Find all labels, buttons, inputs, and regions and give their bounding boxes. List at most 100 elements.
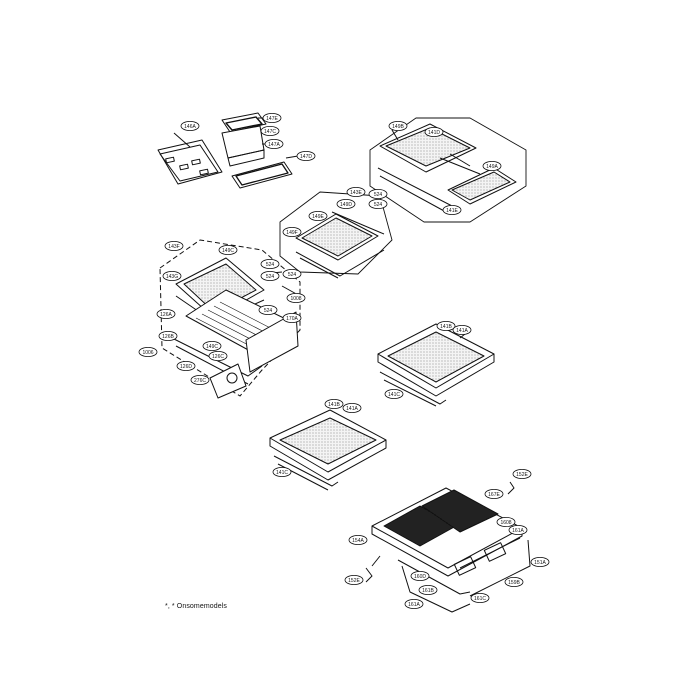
callout-label: 1006 [142,350,153,356]
callout-label: 143E [350,190,362,196]
callout-label: 141A [346,406,358,412]
egg-tray-group [157,112,299,189]
callout-label: 143G [166,274,178,280]
callout-label: 126B [162,334,174,340]
callout-label: 147E [266,116,278,122]
middle-shelf-group [279,191,393,279]
callout-label: 147D [300,154,312,160]
callout-label: 161C [474,596,486,602]
callout-bubble [164,240,184,251]
callout-bubble [452,324,472,335]
callout-bubble [260,126,280,137]
callout-label: 141E [446,208,458,214]
callout-label: 126D [180,364,192,370]
callout-bubble [296,150,316,161]
callout-bubble [162,270,182,281]
crisper-drawer-group [365,481,531,613]
callout-label: 126A [160,312,172,318]
callout-bubble [336,198,356,209]
top-right-shelf-group [369,117,527,223]
callout-bubble [272,466,292,477]
callout-label: 161A [408,602,420,608]
callout-label: 276C [194,378,206,384]
callout-label: 151A [534,560,546,566]
callout-bubble [342,402,362,413]
callout-label: 149C [222,248,234,254]
callout-bubble [410,571,430,582]
callout-bubble [508,525,528,536]
callout-bubble [286,292,306,303]
callout-bubble [208,350,228,361]
callout-label: 149C [206,344,218,350]
callout-bubble [282,268,302,279]
callout-bubble [282,312,302,323]
callout-bubble [368,198,388,209]
callout-label: 141B [440,324,452,330]
callout-label: 161B [422,588,434,594]
callout-label: 149A [486,164,498,170]
callout-label: 524 [266,262,275,268]
callout-bubble [260,258,280,269]
callout-bubble [530,557,550,568]
callout-bubble [260,270,280,281]
callout-bubble [282,226,302,237]
callout-label: 141A [456,328,468,334]
callout-label: 149E [312,214,324,220]
callout-bubble [504,577,524,588]
callout-bubble [436,320,456,331]
callout-label: 161A [512,528,524,534]
callout-bubble [418,585,438,596]
callout-label: 141D [428,130,440,136]
callout-bubble [368,188,388,199]
callout-bubble [308,210,328,221]
callout-bubble [496,517,516,528]
callout-bubble [180,121,200,132]
callout-labels: 146A147E147C147A147D149B141D149A524141E1… [138,113,550,610]
callout-bubble [156,308,176,319]
callout-bubble [384,388,404,399]
callout-bubble [442,204,462,215]
callout-label: 149D [340,202,352,208]
lower-glass-shelf [269,409,387,491]
callout-bubble [470,593,490,604]
callout-bubble [348,535,368,546]
right-glass-shelf [377,323,495,407]
callout-label: 143F [168,244,179,250]
callout-label: 160D [414,574,426,580]
callout-label: 149F [286,230,297,236]
callout-label: 154A [352,538,364,544]
callout-bubble [262,113,282,124]
callout-label: 141B [328,402,340,408]
callout-label: 1008 [290,296,301,302]
callout-bubble [258,304,278,315]
callout-label: 141C [276,470,288,476]
callout-bubble [324,398,344,409]
callout-bubble [176,360,196,371]
callout-label: 126C [212,354,224,360]
callout-label: 167E [488,492,500,498]
callout-label: 152E [516,472,528,478]
callout-bubble [404,599,424,610]
callout-label: 147A [268,142,280,148]
callout-bubble [484,488,504,499]
callout-bubble [202,340,222,351]
callout-bubble [158,330,178,341]
left-cabinet-group [159,239,301,399]
footnote: *, * Onsomemodels [165,603,228,610]
callout-label: 146A [184,124,196,130]
callout-label: 147C [264,129,276,135]
callout-bubble [218,244,238,255]
callout-label: 159B [508,580,520,586]
callout-bubble [482,160,502,171]
callout-label: 524 [266,274,275,280]
callout-label: 152E [348,578,360,584]
callout-bubble [512,468,532,479]
callout-bubble [344,575,364,586]
callout-bubble [138,346,158,357]
callout-label: 170A [286,316,298,322]
callout-label: 524 [288,272,297,278]
callout-label: 1608 [500,520,511,526]
callout-bubble [264,138,284,149]
callout-label: 524 [374,192,383,198]
